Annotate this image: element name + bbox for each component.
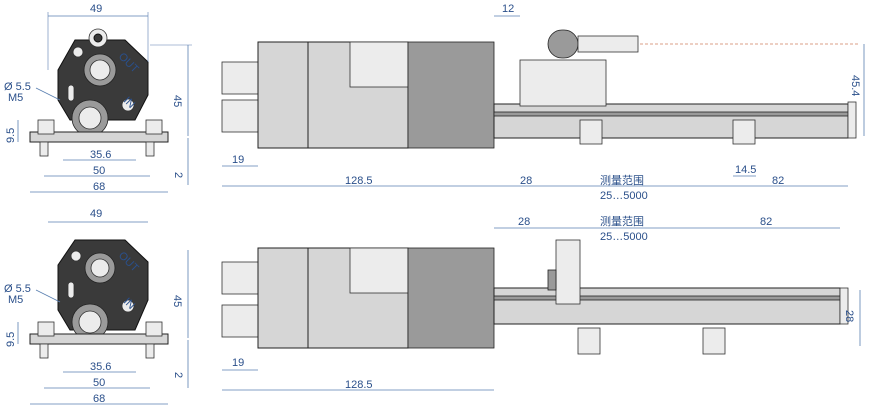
- top-front-dim-356: 35.6: [90, 149, 111, 161]
- bottom-front-dim-68: 68: [93, 393, 105, 405]
- bottom-side-housing-rear: [407, 247, 495, 349]
- top-side-label: [349, 41, 409, 88]
- bottom-side-dim-28: 28: [518, 216, 530, 228]
- bottom-side-view: 28 测量范围 25…5000 82 28 19 128.5: [221, 214, 861, 391]
- bottom-side-mount-2: [702, 327, 726, 355]
- top-side-dim-19: 19: [232, 154, 244, 166]
- top-side-probe: [577, 35, 639, 53]
- bottom-side-rail-groove: [493, 295, 841, 301]
- bottom-front-bolt-right: [145, 343, 155, 359]
- bottom-side-dim-19: 19: [232, 357, 244, 369]
- top-side-dim-145: 14.5: [735, 164, 756, 176]
- bottom-side-mount-1: [577, 327, 601, 355]
- bottom-front-foot-left: [37, 321, 55, 337]
- bottom-side-end-block: [839, 287, 849, 325]
- top-side-range-value: 25…5000: [600, 190, 648, 202]
- top-side-slider: [519, 59, 607, 107]
- top-front-bolt-left: [39, 141, 49, 157]
- top-front-bolt-right: [145, 141, 155, 157]
- bottom-side-plug-upper: [221, 261, 259, 295]
- top-side-end-block: [847, 101, 857, 139]
- bottom-side-range-value: 25…5000: [600, 231, 648, 243]
- bottom-front-thread: M5: [8, 294, 23, 306]
- top-side-rail-groove: [493, 111, 849, 117]
- bottom-side-range-label: 测量范围: [600, 214, 644, 228]
- top-front-dim-50: 50: [93, 165, 105, 177]
- top-side-dim-28: 28: [520, 175, 532, 187]
- bottom-front-dim-356: 35.6: [90, 361, 111, 373]
- bottom-front-base-plate: [29, 333, 169, 345]
- top-front-view: OUT IN 49 45 2 Ø 5.5 M5 9.5 35.6 50 68: [4, 3, 192, 193]
- bottom-side-label: [349, 247, 409, 294]
- bottom-side-dim-1285: 128.5: [345, 379, 373, 391]
- bottom-front-dim-95: 9.5: [5, 332, 17, 347]
- top-front-dim-45: 45: [171, 95, 183, 107]
- bottom-front-dim-49: 49: [90, 208, 102, 220]
- top-front-thread: M5: [8, 92, 23, 104]
- top-side-range-label: 测量范围: [600, 173, 644, 187]
- top-side-housing-rear: [407, 41, 495, 149]
- bottom-side-dim-28v: 28: [843, 310, 855, 322]
- bottom-front-dim-45: 45: [171, 295, 183, 307]
- bottom-side-rail: [493, 287, 841, 325]
- bottom-front-connector-in-inner: [78, 310, 102, 334]
- top-side-plug-upper: [221, 61, 259, 95]
- bottom-front-connector-out-inner: [90, 258, 110, 278]
- top-front-connector-out-inner: [89, 59, 111, 81]
- bottom-front-slot: [67, 281, 75, 299]
- top-side-mount-1: [579, 119, 603, 145]
- top-front-dim-95: 9.5: [5, 128, 17, 143]
- bottom-front-bore-leader: [35, 289, 61, 303]
- top-side-rail: [493, 103, 849, 139]
- top-front-slot: [67, 84, 75, 102]
- bottom-side-slider: [555, 239, 581, 305]
- bottom-front-bolt-left: [39, 343, 49, 359]
- top-front-screw: [121, 98, 135, 112]
- top-front-bore: Ø 5.5: [4, 81, 31, 93]
- bottom-front-foot-right: [145, 321, 163, 337]
- bottom-front-view: OUT IN 49 45 2 Ø 5.5 M5 9.5 35.6 50 68: [4, 208, 189, 405]
- top-side-dim-12: 12: [502, 3, 514, 15]
- top-front-connector-in-inner: [78, 106, 102, 130]
- top-front-dim-68: 68: [93, 181, 105, 193]
- bottom-front-bore: Ø 5.5: [4, 283, 31, 295]
- top-side-view: 12 45.4 19 128.5 28 测量范围 25…5000 14.5 82: [221, 3, 865, 202]
- top-front-dim-2: 2: [172, 172, 184, 178]
- top-front-dim-49: 49: [90, 3, 102, 15]
- top-side-probe-head: [547, 29, 579, 59]
- top-front-screw-2: [72, 46, 84, 58]
- top-side-dim-454: 45.4: [849, 75, 861, 96]
- top-side-dim-1285: 128.5: [345, 175, 373, 187]
- top-side-dim-82: 82: [772, 175, 784, 187]
- top-side-plug-lower: [221, 99, 259, 133]
- bottom-side-slider-post: [547, 269, 557, 291]
- top-side-end-cap: [257, 41, 309, 149]
- top-side-mount-2: [732, 119, 756, 145]
- top-front-bore-leader: [35, 87, 61, 101]
- bottom-front-screw: [121, 299, 135, 313]
- bottom-side-plug-lower: [221, 304, 259, 338]
- top-front-foot-right: [145, 119, 163, 135]
- bottom-front-dim-50: 50: [93, 377, 105, 389]
- bottom-front-dim-2: 2: [172, 372, 184, 378]
- top-front-lug-hole: [93, 33, 103, 43]
- bottom-front-screw-2: [70, 250, 82, 262]
- bottom-side-end-cap: [257, 247, 309, 349]
- top-front-foot-left: [37, 119, 55, 135]
- top-front-base-plate: [29, 131, 169, 143]
- bottom-side-dim-82: 82: [760, 216, 772, 228]
